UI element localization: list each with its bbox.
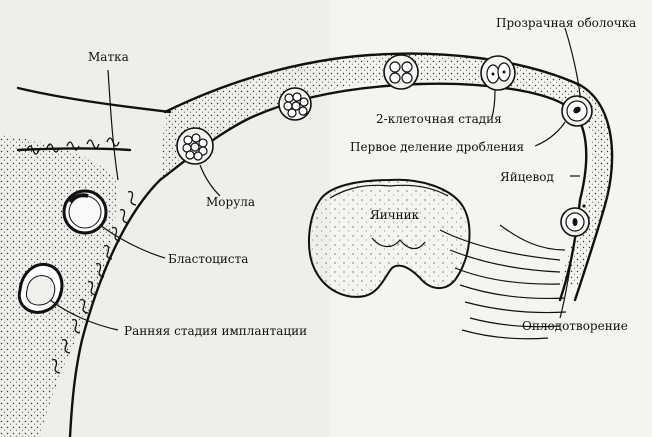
leader-uterus <box>107 69 119 181</box>
blastocyst-cell <box>62 189 108 235</box>
leader-zona <box>564 27 581 99</box>
label-oviduct: Яйцевод <box>500 170 554 184</box>
label-first-cleavage: Первое деление дробления <box>350 140 525 154</box>
oviduct-outer-wall <box>163 52 614 302</box>
uterus-upper-contour <box>16 86 172 114</box>
label-uterus: Матка <box>88 50 129 64</box>
morula-cell <box>176 127 214 165</box>
leader-two-cell <box>491 89 496 118</box>
label-fertilization: Оплодотворение <box>522 319 628 333</box>
leader-blastocyst <box>99 224 166 259</box>
uterus-lower-contour <box>68 178 162 437</box>
leader-lines <box>49 27 581 331</box>
leader-morula <box>199 164 221 197</box>
label-zona-pellucida: Прозрачная оболочка <box>496 16 637 30</box>
label-early-implantation: Ранняя стадия имплантации <box>124 324 308 338</box>
cell-two-cell-stage <box>480 55 516 91</box>
label-ovary: Яичник <box>370 208 420 222</box>
oviduct-lumen <box>160 53 613 286</box>
cell-first-cleavage <box>561 95 593 127</box>
cell-four-cell-stage <box>383 54 419 90</box>
label-blastocyst: Бластоциста <box>168 252 249 266</box>
ovary-shape <box>308 178 471 298</box>
cell-eight-cell-stage <box>278 87 312 121</box>
leader-first-cleavage <box>534 121 566 147</box>
ovary-hilum <box>371 237 426 250</box>
endometrial-glands <box>26 137 137 374</box>
label-two-cell-stage: 2-клеточная стадия <box>376 112 502 126</box>
leader-fertilization <box>559 235 576 319</box>
ovary-surface-lobes <box>329 184 449 199</box>
leader-implantation <box>49 299 119 331</box>
label-morula: Морула <box>206 195 256 209</box>
zygote-fertilization <box>560 204 590 237</box>
